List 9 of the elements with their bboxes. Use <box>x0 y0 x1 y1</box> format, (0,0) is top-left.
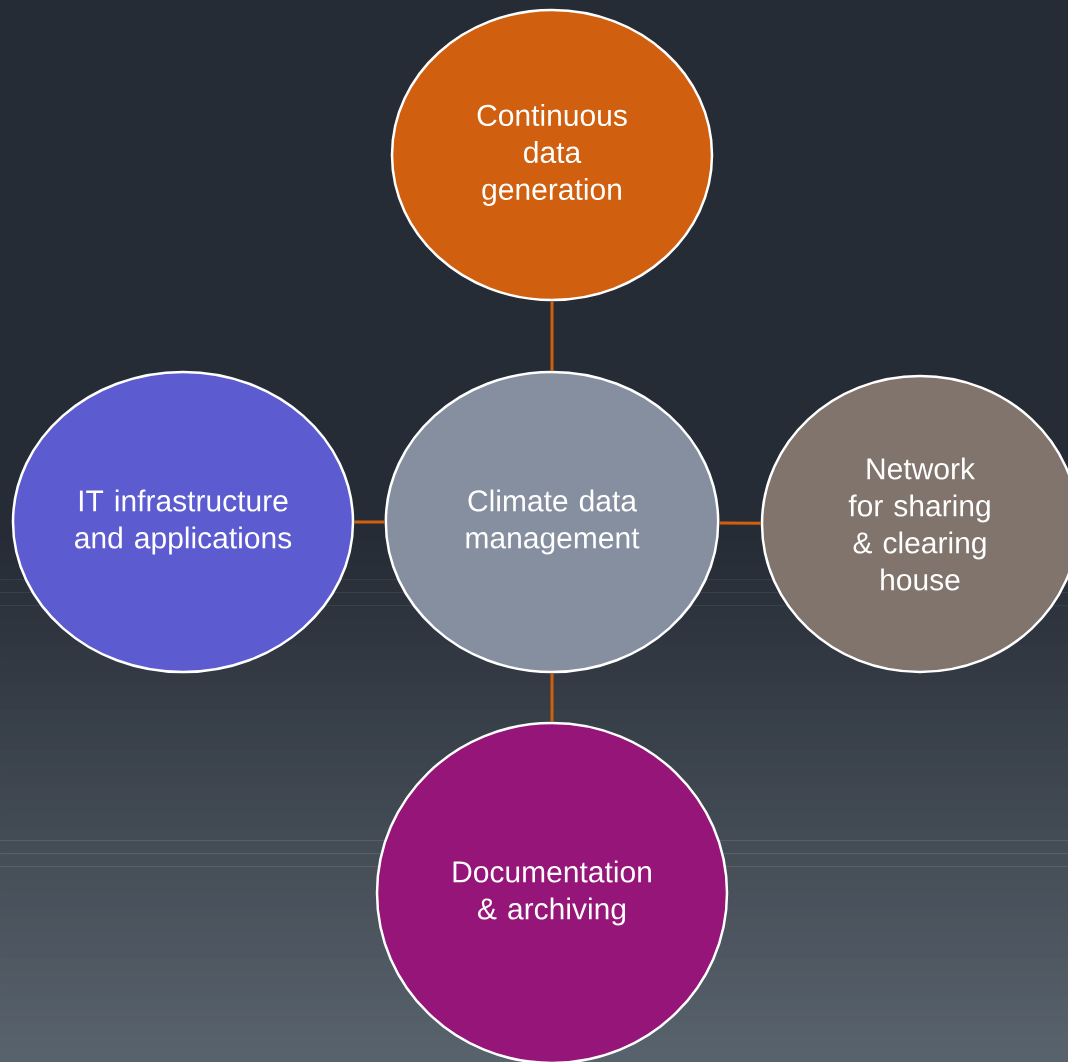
ellipse-node: Network for sharing & clearing house <box>760 374 1068 674</box>
ellipse-node: IT infrastructure and applications <box>11 370 355 674</box>
ellipse-node: Continuous data generation <box>390 8 714 302</box>
ellipse-node: Climate data management <box>384 370 720 674</box>
connector-line <box>354 520 385 524</box>
connector-line <box>550 301 554 371</box>
connector-line <box>719 521 761 525</box>
connector-line <box>550 673 554 722</box>
ellipse-node: Documentation & archiving <box>375 721 729 1062</box>
